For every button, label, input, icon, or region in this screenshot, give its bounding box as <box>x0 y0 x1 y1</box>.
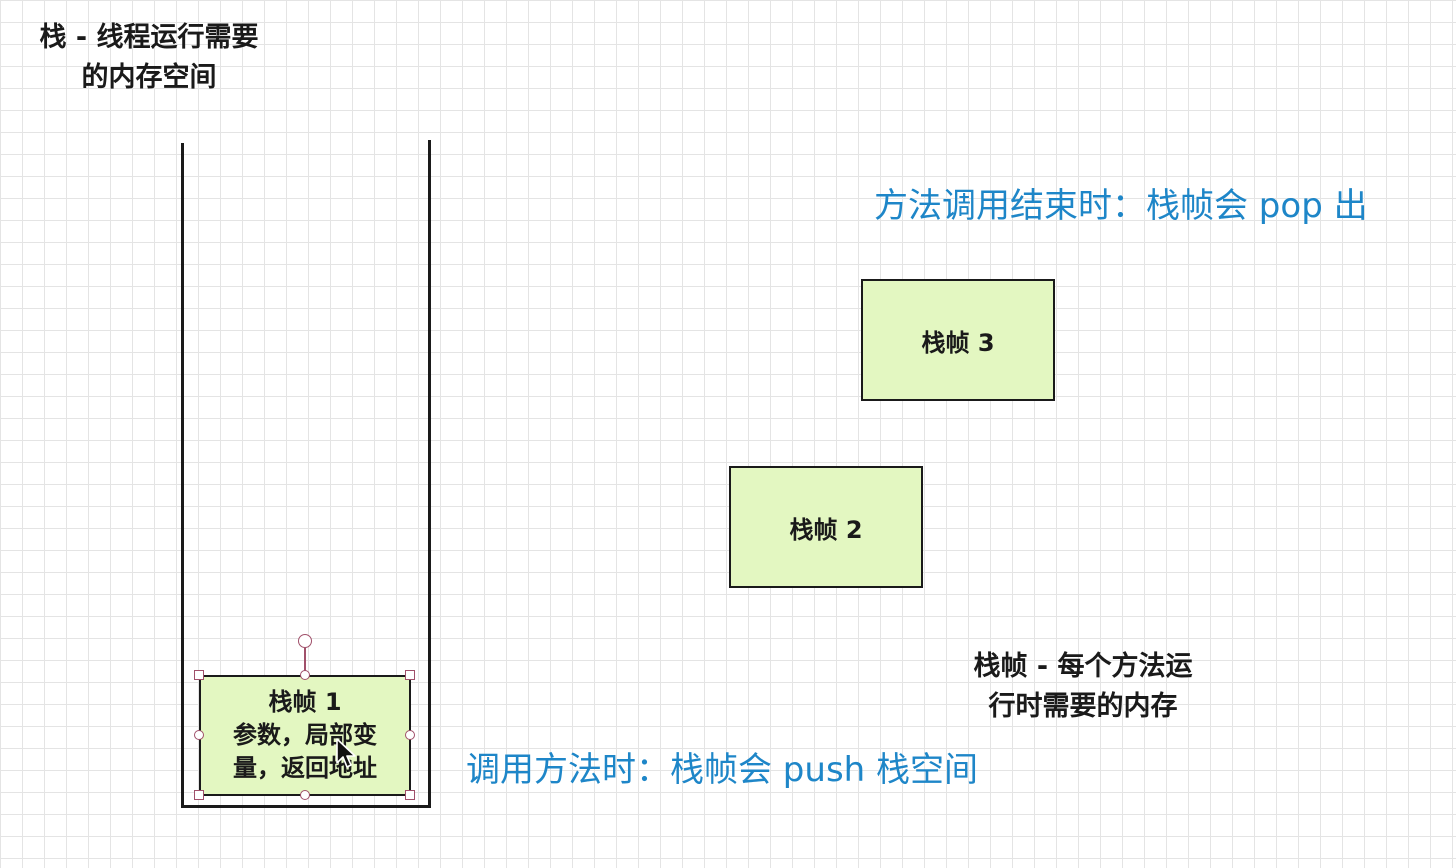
stack-right-wall <box>428 140 431 808</box>
resize-handle-bottom-left[interactable] <box>194 790 204 800</box>
stack-left-wall <box>181 143 184 808</box>
resize-handle-middle-right[interactable] <box>405 730 415 740</box>
resize-handle-top-middle[interactable] <box>300 670 310 680</box>
stack-frame-definition-note: 栈帧 - 每个方法运 行时需要的内存 <box>950 647 1216 727</box>
rotate-handle[interactable] <box>298 634 312 648</box>
stack-frame-definition-line-2: 行时需要的内存 <box>988 691 1178 722</box>
stack-definition-note: 栈 - 线程运行需要 的内存空间 <box>18 18 280 98</box>
stack-frame-3[interactable]: 栈帧 3 <box>861 279 1055 401</box>
stack-frame-3-label: 栈帧 3 <box>921 328 995 357</box>
resize-handle-top-left[interactable] <box>194 670 204 680</box>
push-caption: 调用方法时：栈帧会 push 栈空间 <box>466 750 979 790</box>
stack-frame-1-line-2: 参数，局部变 <box>233 721 377 749</box>
rotate-handle-stem <box>304 648 306 675</box>
resize-handle-bottom-right[interactable] <box>405 790 415 800</box>
resize-handle-bottom-middle[interactable] <box>300 790 310 800</box>
resize-handle-middle-left[interactable] <box>194 730 204 740</box>
stack-frame-2-label: 栈帧 2 <box>789 515 863 544</box>
stack-frame-2[interactable]: 栈帧 2 <box>729 466 923 588</box>
stack-frame-1-line-3: 量，返回地址 <box>233 754 377 782</box>
mouse-pointer-icon <box>336 738 356 768</box>
resize-handle-top-right[interactable] <box>405 670 415 680</box>
stack-frame-definition-line-1: 栈帧 - 每个方法运 <box>973 651 1193 682</box>
stack-definition-line-1: 栈 - 线程运行需要 <box>39 22 259 53</box>
stack-definition-line-2: 的内存空间 <box>81 62 217 93</box>
stack-bottom-wall <box>181 805 431 808</box>
pop-caption: 方法调用结束时：栈帧会 pop 出 <box>874 186 1368 226</box>
stack-frame-1[interactable]: 栈帧 1 参数，局部变 量，返回地址 <box>199 675 411 796</box>
stack-frame-1-title: 栈帧 1 <box>268 688 342 716</box>
